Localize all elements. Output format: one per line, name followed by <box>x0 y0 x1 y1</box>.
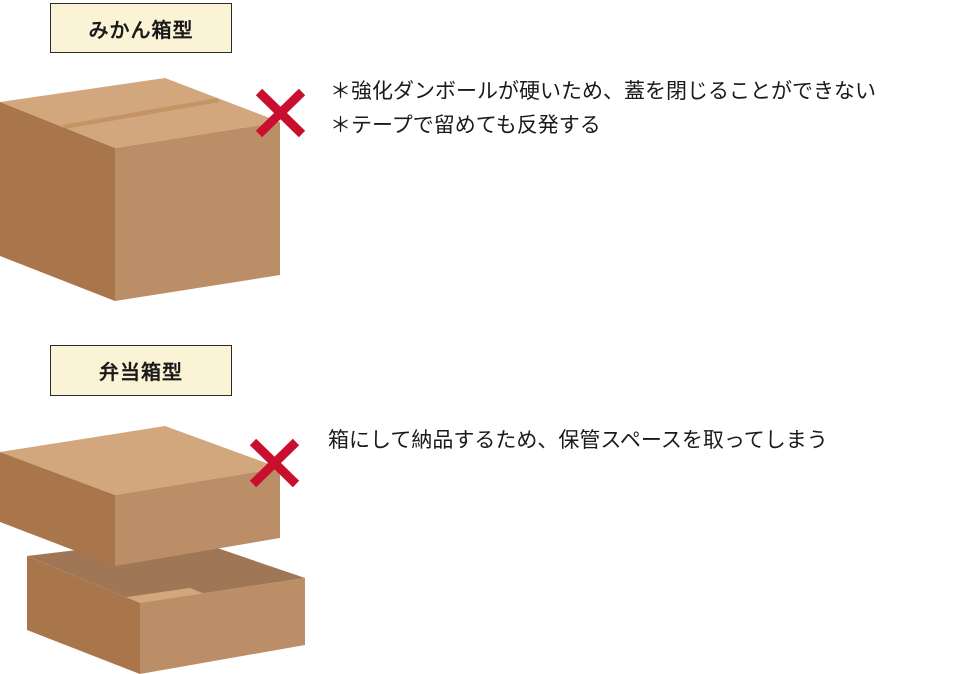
bento-lid-top <box>0 426 280 495</box>
mikan-box-flap-seam <box>62 98 220 129</box>
bento-box-type-label: 弁当箱型 <box>50 345 232 396</box>
mikan-box-notes: ＊強化ダンボールが硬いため、蓋を閉じることができない ＊テープで留めても反発する <box>330 74 876 142</box>
cross-mark-icon <box>249 438 300 488</box>
cross-mark-icon <box>255 88 306 138</box>
bento-box-lid-illustration <box>0 426 280 566</box>
bento-base-front <box>140 578 305 674</box>
mikan-note-2: ＊テープで留めても反発する <box>330 113 601 137</box>
bento-base-side <box>27 556 140 674</box>
mikan-box-type-label: みかん箱型 <box>50 3 232 53</box>
mikan-box-front <box>115 122 280 301</box>
bento-note-1: 箱にして納品するため、保管スペースを取ってしまう <box>328 428 828 452</box>
bento-box-base-illustration <box>27 537 305 674</box>
bento-lid-side <box>0 452 115 566</box>
mikan-note-1: ＊強化ダンボールが硬いため、蓋を閉じることができない <box>330 79 876 103</box>
mikan-box-type-label-text: みかん箱型 <box>88 17 194 42</box>
mikan-box-illustration <box>0 78 280 301</box>
bento-box-notes: 箱にして納品するため、保管スペースを取ってしまう <box>328 423 828 457</box>
bento-box-type-label-text: 弁当箱型 <box>99 360 183 384</box>
mikan-box-side <box>0 102 115 301</box>
bento-lid-front <box>115 468 280 566</box>
